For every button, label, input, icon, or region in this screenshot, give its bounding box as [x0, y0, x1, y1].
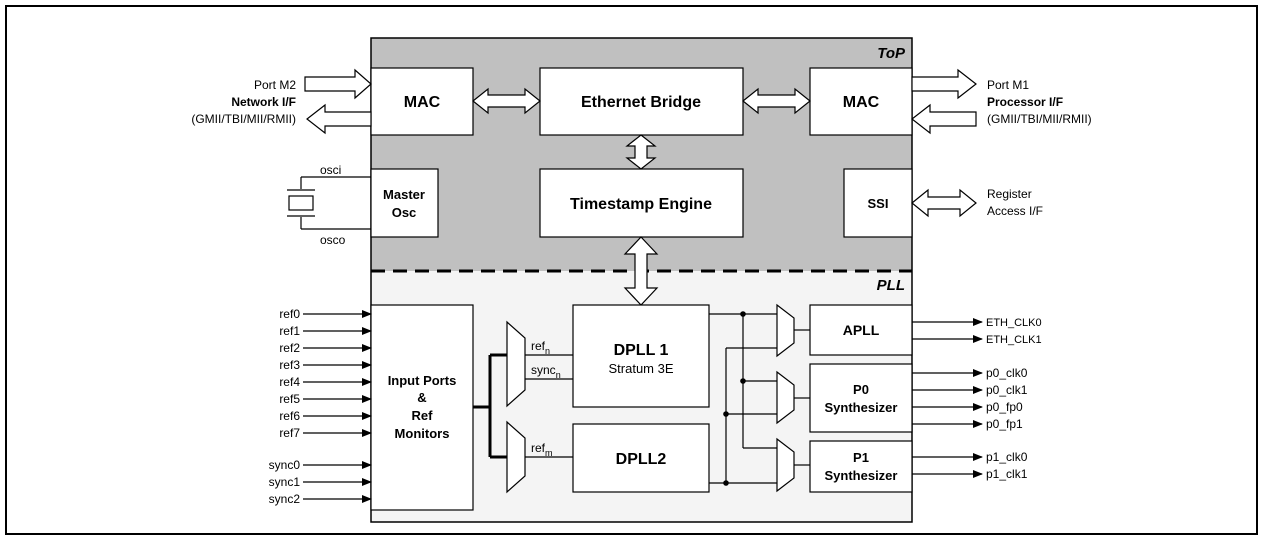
ref7-label: ref7: [279, 426, 300, 440]
p1-clk0-label: p1_clk0: [986, 450, 1028, 464]
access-if-label: Access I/F: [987, 204, 1043, 218]
syncn-label: syncn: [531, 363, 561, 380]
dpll1-label: DPLL 1: [614, 342, 669, 359]
dpll2-block: [572, 423, 710, 493]
ref0-label: ref0: [279, 307, 300, 321]
master-osc-label-1: Master: [383, 187, 425, 202]
sync2-label: sync2: [269, 492, 301, 506]
mac-bridge-double-arrow: [472, 87, 541, 115]
dpll2-input-mux: [506, 420, 526, 494]
p0-synthesizer-block: [809, 363, 913, 433]
refm-label: refm: [531, 441, 553, 458]
apll-label: APLL: [843, 322, 880, 338]
refn-label: refn: [531, 339, 550, 356]
port-m2-in-arrow: [304, 68, 372, 100]
p1-clk1-label: p1_clk1: [986, 467, 1028, 481]
input-ports-label-1: Input Ports: [388, 373, 457, 388]
p1-synth-label-2: Synthesizer: [825, 468, 898, 483]
p0-synth-label-2: Synthesizer: [825, 400, 898, 415]
ref6-label: ref6: [279, 409, 300, 423]
master-osc-label-2: Osc: [392, 205, 417, 220]
processor-if-label: Processor I/F: [987, 95, 1063, 109]
ref3-label: ref3: [279, 358, 300, 372]
ssi-label: SSI: [868, 196, 889, 211]
p0-clk0-label: p0_clk0: [986, 366, 1028, 380]
p0-fp1-label: p0_fp1: [986, 417, 1023, 431]
input-ports-label-4: Monitors: [395, 426, 450, 441]
ref1-label: ref1: [279, 324, 300, 338]
dpll1-block: [572, 304, 710, 408]
p0-mux: [776, 370, 795, 425]
p1-mux: [776, 437, 795, 493]
sync1-label: sync1: [269, 475, 301, 489]
port-m1-out-arrow: [911, 68, 977, 100]
network-if-label: Network I/F: [231, 95, 296, 109]
eth-clk1-label: ETH_CLK1: [986, 334, 1042, 346]
dpll-output-routing: [709, 311, 777, 486]
bridge-mac-double-arrow: [742, 87, 811, 115]
p0-clk1-label: p0_clk1: [986, 383, 1028, 397]
pll-region-label: PLL: [877, 277, 905, 294]
master-osc-block: [370, 168, 439, 238]
chip-boundary: [370, 37, 913, 523]
timestamp-engine-label: Timestamp Engine: [570, 196, 712, 213]
crystal-icon: [287, 176, 371, 230]
input-ports-block: [370, 304, 474, 511]
bridge-timestamp-arrow: [625, 134, 657, 170]
port-m2-label: Port M2: [254, 78, 296, 92]
input-ports-label-3: Ref: [412, 408, 434, 423]
mac-left-label: MAC: [404, 94, 441, 111]
left-port-standards-label: (GMII/TBI/MII/RMII): [191, 112, 296, 126]
ref4-label: ref4: [279, 375, 300, 389]
apll-block: [809, 304, 913, 356]
p0-synth-label-1: P0: [853, 382, 869, 397]
p1-synth-label-1: P1: [853, 450, 869, 465]
ethernet-bridge-label: Ethernet Bridge: [581, 94, 701, 111]
register-access-arrow: [911, 188, 977, 218]
mac-left-block: [370, 67, 474, 136]
osci-label: osci: [320, 163, 341, 177]
port-m1-in-arrow: [911, 103, 977, 135]
apll-mux: [776, 303, 795, 358]
eth-clk0-label: ETH_CLK0: [986, 317, 1042, 329]
sync0-label: sync0: [269, 458, 301, 472]
port-m1-label: Port M1: [987, 78, 1029, 92]
timestamp-engine-block: [539, 168, 744, 238]
top-region-label: ToP: [877, 45, 906, 62]
dpll1-sub-label: Stratum 3E: [608, 361, 673, 376]
ref5-label: ref5: [279, 392, 300, 406]
input-bus: [473, 353, 507, 459]
ref2-label: ref2: [279, 341, 300, 355]
register-label: Register: [987, 187, 1032, 201]
osco-label: osco: [320, 233, 346, 247]
dpll2-label: DPLL2: [616, 451, 667, 468]
dpll1-input-mux: [506, 320, 526, 408]
right-port-standards-label: (GMII/TBI/MII/RMII): [987, 112, 1092, 126]
p1-synthesizer-block: [809, 440, 913, 493]
input-ports-label-2: &: [417, 390, 426, 405]
mac-right-label: MAC: [843, 94, 880, 111]
p0-fp0-label: p0_fp0: [986, 400, 1023, 414]
port-m2-out-arrow: [306, 103, 372, 135]
